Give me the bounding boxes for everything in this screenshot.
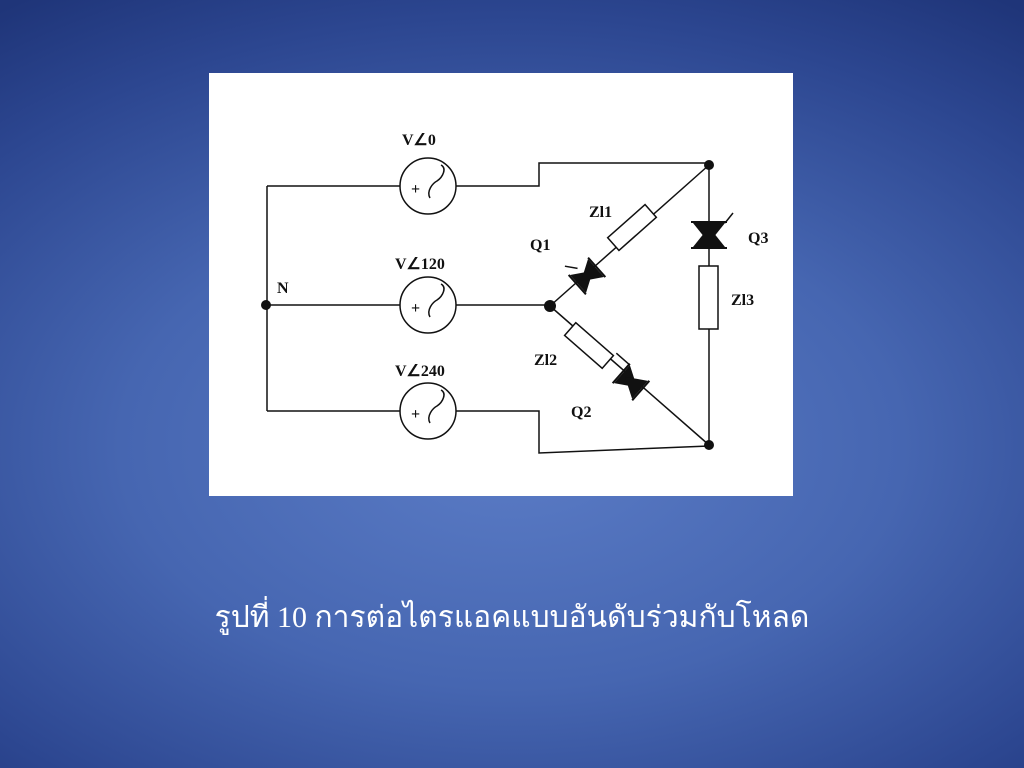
source-v120: + bbox=[399, 276, 457, 334]
zl1-resistor bbox=[606, 203, 658, 252]
source-v240-plus: + bbox=[411, 406, 420, 423]
source-v120-label: V∠120 bbox=[395, 256, 445, 273]
neutral-label: N bbox=[277, 280, 289, 297]
zl1-label: Zl1 bbox=[589, 204, 612, 221]
zl2-resistor bbox=[563, 321, 615, 370]
q1-label: Q1 bbox=[530, 237, 550, 254]
source-v240-label: V∠240 bbox=[395, 363, 445, 380]
phase-0-wire bbox=[267, 162, 709, 187]
source-v0-label: V∠0 bbox=[402, 132, 436, 149]
phase-240-wire bbox=[267, 410, 710, 454]
neutral-node bbox=[261, 300, 271, 310]
circuit-svg: + + + V∠0 V∠120 V∠240 N bbox=[261, 132, 768, 454]
q2-label: Q2 bbox=[571, 404, 591, 421]
source-v0-plus: + bbox=[411, 181, 420, 198]
q3-label: Q3 bbox=[748, 230, 768, 247]
zl3-resistor bbox=[698, 265, 719, 330]
q2-triac bbox=[611, 352, 651, 402]
circuit-diagram: + + + V∠0 V∠120 V∠240 N bbox=[209, 73, 793, 496]
q3-triac bbox=[691, 212, 734, 249]
q1-triac bbox=[564, 256, 607, 296]
source-v240: + bbox=[399, 382, 457, 440]
source-v120-plus: + bbox=[411, 300, 420, 317]
zl2-label: Zl2 bbox=[534, 352, 557, 369]
figure-caption: รูปที่ 10 การต่อไตรแอคแบบอันดับร่วมกับโห… bbox=[214, 601, 810, 634]
source-v0: + bbox=[399, 157, 457, 215]
zl3-label: Zl3 bbox=[731, 292, 754, 309]
